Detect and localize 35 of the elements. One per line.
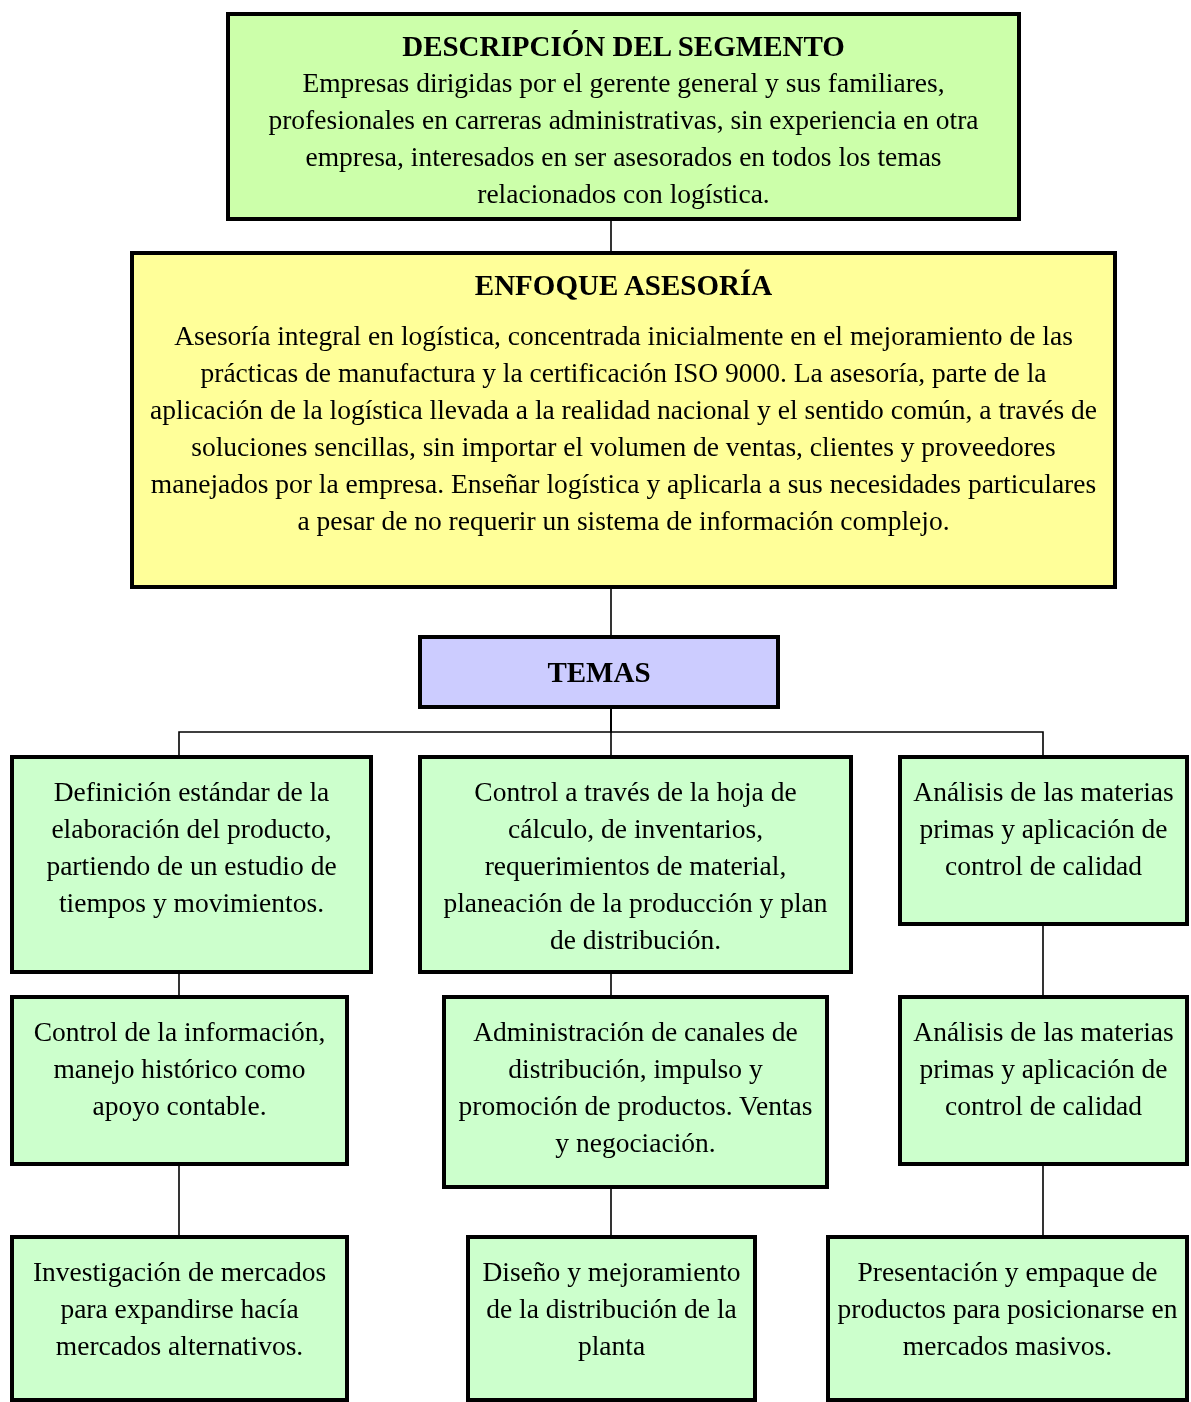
connector-line bbox=[1042, 925, 1044, 996]
box-heading: DESCRIPCIÓN DEL SEGMENTO bbox=[402, 29, 845, 64]
topic-box bbox=[10, 1235, 349, 1402]
topic-box bbox=[418, 755, 853, 974]
box-text: Análisis de las materias primas y aplicación de control de calidad bbox=[912, 1015, 1175, 1123]
box-text: Administración de canales de distribución, impulso y promoción de productos. Ventas y negociación. bbox=[457, 1015, 814, 1160]
connector-line bbox=[610, 1188, 612, 1236]
connector-line bbox=[178, 1165, 180, 1236]
box-text: Asesoría integral en logística, concentrada inicialmente en el mejoramiento de las prácticas de manufactura y la certificación ISO 9000. La asesoría, parte de la aplicación de la logística llevada a la realidad nacional y el sentido común, a través de soluciones sencillas, sin importar el volumen de ventas, clientes y proveedores manejados por la empresa. Enseñar logística y aplicarla a sus necesidades particulares a pesar de no requerir un sistema de información complejo. bbox=[150, 319, 1097, 538]
box-text: Definición estándar de la elaboración del producto, partiendo de un estudio de tiempos y movimientos. bbox=[45, 775, 338, 920]
connector-line bbox=[178, 973, 180, 996]
box-text: Control de la información, manejo histórico como apoyo contable. bbox=[32, 1015, 327, 1123]
box-heading: TEMAS bbox=[547, 655, 651, 690]
connector-line bbox=[610, 973, 612, 996]
box-text: Investigación de mercados para expandirse hacía mercados alternativos. bbox=[31, 1255, 328, 1363]
connector-line bbox=[610, 588, 612, 636]
topic-box bbox=[442, 995, 829, 1189]
heading-box bbox=[418, 635, 780, 709]
heading-box bbox=[130, 251, 1117, 589]
connector-line bbox=[610, 220, 612, 252]
connector-line bbox=[1042, 1165, 1044, 1236]
topic-box bbox=[898, 995, 1189, 1166]
box-text: Empresas dirigidas por el gerente general y sus familiares, profesionales en carreras administrativas, sin experiencia en otra empresa, interesados en ser asesorados en todos los temas relacionados con logística. bbox=[267, 66, 980, 211]
topic-box bbox=[10, 755, 373, 974]
topic-box bbox=[10, 995, 349, 1166]
topic-box bbox=[826, 1235, 1189, 1402]
box-heading: ENFOQUE ASESORÍA bbox=[474, 268, 773, 303]
topic-box bbox=[898, 755, 1189, 926]
box-text: Análisis de las materias primas y aplicación de control de calidad bbox=[912, 775, 1175, 883]
connector-line bbox=[610, 708, 1044, 756]
box-text: Diseño y mejoramiento de la distribución de la planta bbox=[481, 1255, 742, 1363]
box-text: Presentación y empaque de productos para posicionarse en mercados masivos. bbox=[836, 1255, 1179, 1363]
heading-box bbox=[226, 12, 1021, 221]
box-text: Control a través de la hoja de cálculo, de inventarios, requerimientos de material, planeación de la producción y plan de distribución. bbox=[442, 775, 829, 957]
topic-box bbox=[466, 1235, 757, 1402]
